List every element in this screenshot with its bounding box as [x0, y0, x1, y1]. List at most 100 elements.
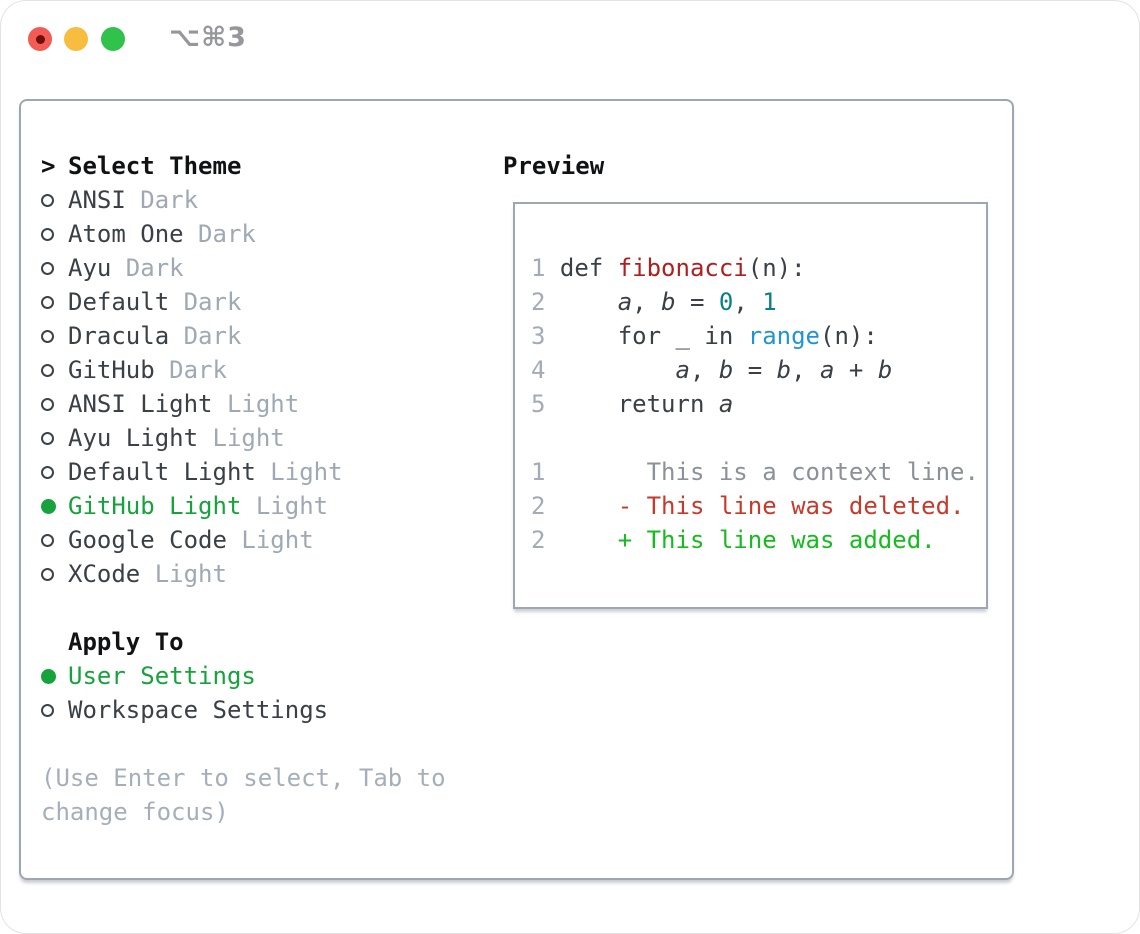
- code-token: range: [747, 322, 820, 350]
- radio-circle-icon: [41, 193, 54, 207]
- theme-option[interactable]: ANSI Dark: [41, 183, 491, 217]
- code-token: b: [718, 356, 734, 384]
- code-line: 1 def fibonacci(n):: [531, 251, 986, 285]
- radio-icon: [41, 703, 68, 717]
- theme-variant: Dark: [198, 220, 256, 248]
- radio-icon: [41, 431, 68, 445]
- radio-icon: [41, 227, 68, 241]
- theme-name: XCode: [68, 560, 155, 588]
- theme-option[interactable]: Ayu Dark: [41, 251, 491, 285]
- theme-variant: Dark: [169, 356, 227, 384]
- theme-option[interactable]: Google Code Light: [41, 523, 491, 557]
- code-token: + This line was added.: [559, 526, 936, 554]
- code-token: ,: [632, 288, 662, 316]
- radio-icon: [41, 397, 68, 411]
- line-number: 5: [531, 390, 546, 418]
- hint-text: change focus): [41, 798, 229, 826]
- radio-circle-icon: [41, 329, 54, 343]
- theme-name: Atom One: [68, 220, 199, 248]
- theme-name: GitHub: [68, 356, 170, 384]
- radio-circle-icon: [41, 261, 54, 275]
- theme-option[interactable]: Default Dark: [41, 285, 491, 319]
- code-token: def: [559, 254, 618, 282]
- radio-circle-icon: [41, 363, 54, 377]
- theme-name: Default Light: [68, 458, 271, 486]
- theme-option[interactable]: GitHub Light Light: [41, 489, 491, 523]
- diff-line: 2 - This line was deleted.: [531, 489, 986, 523]
- spacer: [41, 591, 491, 625]
- code-token: - This line was deleted.: [559, 492, 965, 520]
- theme-option[interactable]: Default Light Light: [41, 455, 491, 489]
- select-theme-header: >Select Theme: [41, 149, 491, 183]
- code-token: ,: [689, 356, 719, 384]
- zoom-button[interactable]: [101, 27, 125, 51]
- radio-icon: [41, 261, 68, 275]
- prompt-marker: >: [41, 152, 68, 180]
- theme-variant: Light: [270, 458, 343, 486]
- radio-icon: [41, 567, 68, 581]
- line-number: 3: [531, 322, 546, 350]
- apply-option[interactable]: User Settings: [41, 659, 491, 693]
- code-token: a: [718, 390, 734, 418]
- theme-name: GitHub Light: [68, 492, 256, 520]
- chevron-right-icon: >: [41, 152, 56, 180]
- code-token: fibonacci: [617, 254, 748, 282]
- theme-variant: Dark: [140, 186, 199, 214]
- line-number: 4: [531, 356, 546, 384]
- theme-variant: Dark: [183, 322, 242, 350]
- line-number: 2: [531, 526, 546, 554]
- code-token: 0: [718, 288, 734, 316]
- theme-option[interactable]: Atom One Dark: [41, 217, 491, 251]
- theme-option[interactable]: Dracula Dark: [41, 319, 491, 353]
- spacer: [41, 727, 491, 761]
- apply-to-label: Apply To: [68, 628, 184, 656]
- radio-circle-icon: [41, 397, 54, 411]
- code-token: a: [617, 288, 633, 316]
- theme-variant: Light: [226, 390, 300, 418]
- code-token: b: [877, 356, 893, 384]
- theme-option[interactable]: ANSI Light Light: [41, 387, 491, 421]
- apply-option-label: Workspace Settings: [68, 696, 329, 724]
- code-line: 2 a, b = 0, 1: [531, 285, 986, 319]
- theme-name: Default: [68, 288, 184, 316]
- theme-option[interactable]: Ayu Light Light: [41, 421, 491, 455]
- theme-variant: Light: [154, 560, 227, 588]
- apply-option[interactable]: Workspace Settings: [41, 693, 491, 727]
- theme-variant: Dark: [125, 254, 184, 282]
- radio-icon: [41, 363, 68, 377]
- minimize-button[interactable]: [64, 27, 88, 51]
- theme-option[interactable]: GitHub Dark: [41, 353, 491, 387]
- radio-circle-icon: [41, 295, 54, 309]
- close-dot-icon: [35, 34, 45, 44]
- code-token: 1: [762, 288, 777, 316]
- radio-circle-icon: [41, 227, 54, 241]
- diff-line: 2 + This line was added.: [531, 523, 986, 557]
- line-number: 2: [531, 492, 546, 520]
- diff-line: 1 This is a context line.: [531, 455, 986, 489]
- theme-name: Ayu Light: [68, 424, 213, 452]
- theme-option[interactable]: XCode Light: [41, 557, 491, 591]
- close-button[interactable]: [28, 27, 52, 51]
- radio-circle-icon: [41, 567, 54, 581]
- line-number: 1: [531, 458, 546, 486]
- code-line: 3 for _ in range(n):: [531, 319, 986, 353]
- theme-name: Google Code: [68, 526, 242, 554]
- theme-variant: Light: [255, 492, 329, 520]
- radio-circle-icon: [41, 668, 56, 684]
- window-title: ⌥⌘3: [169, 22, 247, 53]
- code-token: for _ in: [559, 322, 748, 350]
- code-token: [560, 356, 676, 384]
- code-token: ,: [733, 288, 763, 316]
- theme-variant: Light: [212, 424, 285, 452]
- code-token: a: [675, 356, 690, 384]
- code-token: (n):: [820, 322, 878, 350]
- code-token: a: [820, 356, 835, 384]
- code-token: +: [834, 356, 878, 384]
- radio-icon: [41, 329, 68, 343]
- code-token: This is a context line.: [559, 458, 979, 486]
- code-line: 4 a, b = b, a + b: [531, 353, 986, 387]
- theme-variant: Light: [241, 526, 314, 554]
